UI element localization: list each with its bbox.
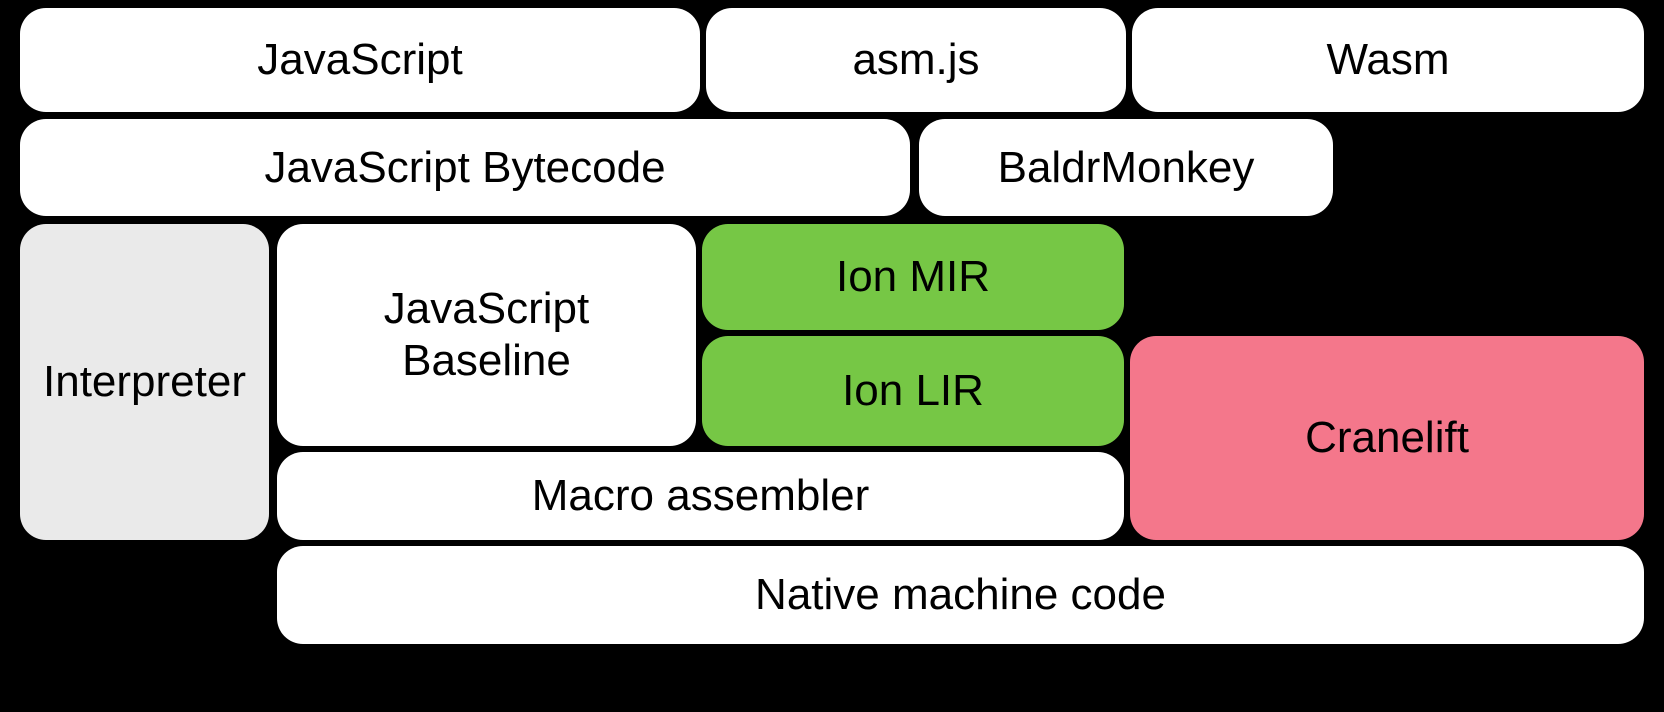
node-javascript-baseline[interactable]: JavaScript Baseline (277, 224, 696, 446)
node-javascript[interactable]: JavaScript (20, 8, 700, 112)
node-ion-mir[interactable]: Ion MIR (702, 224, 1124, 330)
node-asmjs[interactable]: asm.js (706, 8, 1126, 112)
node-javascript-bytecode[interactable]: JavaScript Bytecode (20, 119, 910, 216)
node-cranelift[interactable]: Cranelift (1130, 336, 1644, 540)
node-baldrmonkey[interactable]: BaldrMonkey (919, 119, 1333, 216)
node-interpreter[interactable]: Interpreter (20, 224, 269, 540)
node-macro-assembler[interactable]: Macro assembler (277, 452, 1124, 540)
node-wasm[interactable]: Wasm (1132, 8, 1644, 112)
node-ion-lir[interactable]: Ion LIR (702, 336, 1124, 446)
node-native-machine-code[interactable]: Native machine code (277, 546, 1644, 644)
